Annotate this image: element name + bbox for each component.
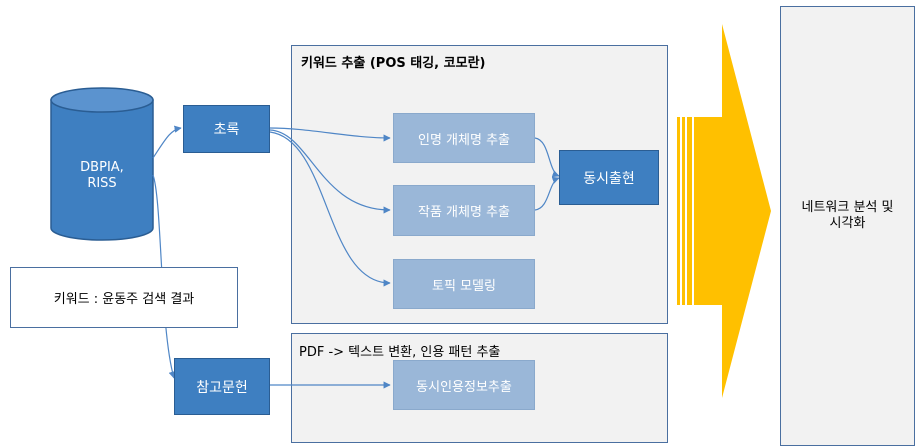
connector-abstract-to-work <box>269 129 391 214</box>
topic-modeling-box: 토픽 모델링 <box>393 259 535 309</box>
pdf-panel-title: PDF -> 텍스트 변환, 인용 패턴 추출 <box>299 345 501 360</box>
database-label-line1: DBPIA, <box>80 160 124 175</box>
diagram-connectors <box>50 24 771 398</box>
keyword-panel-title: 키워드 추출 (POS 태깅, 코모란) <box>301 56 486 71</box>
network-analysis-panel <box>780 6 915 446</box>
person-entity-extraction-box: 인명 개체명 추출 <box>393 113 535 163</box>
cooccurrence-box: 동시출현 <box>559 150 659 205</box>
database-label: DBPIA, RISS <box>51 160 153 192</box>
abstract-box: 초록 <box>183 105 270 153</box>
cocitation-extraction-box: 동시인용정보추출 <box>393 360 535 410</box>
references-box: 참고문헌 <box>174 358 270 415</box>
keyword-search-result-box: 키워드 : 윤동주 검색 결과 <box>10 267 238 328</box>
network-analysis-line2: 시각화 <box>829 216 866 231</box>
database-label-line2: RISS <box>87 176 117 191</box>
work-entity-extraction-box: 작품 개체명 추출 <box>393 185 535 236</box>
large-right-arrow-icon <box>677 24 771 398</box>
database-cylinder-icon <box>50 87 154 241</box>
connector-work-to-cooccurrence <box>534 176 560 211</box>
connector-db-to-abstract <box>152 125 182 159</box>
connector-person-to-cooccurrence <box>534 137 560 178</box>
connector-abstract-to-topic <box>269 131 391 287</box>
network-analysis-line1: 네트워크 분석 및 <box>801 200 894 215</box>
network-analysis-label: 네트워크 분석 및 시각화 <box>780 200 915 232</box>
connector-abstract-to-person <box>269 127 391 142</box>
